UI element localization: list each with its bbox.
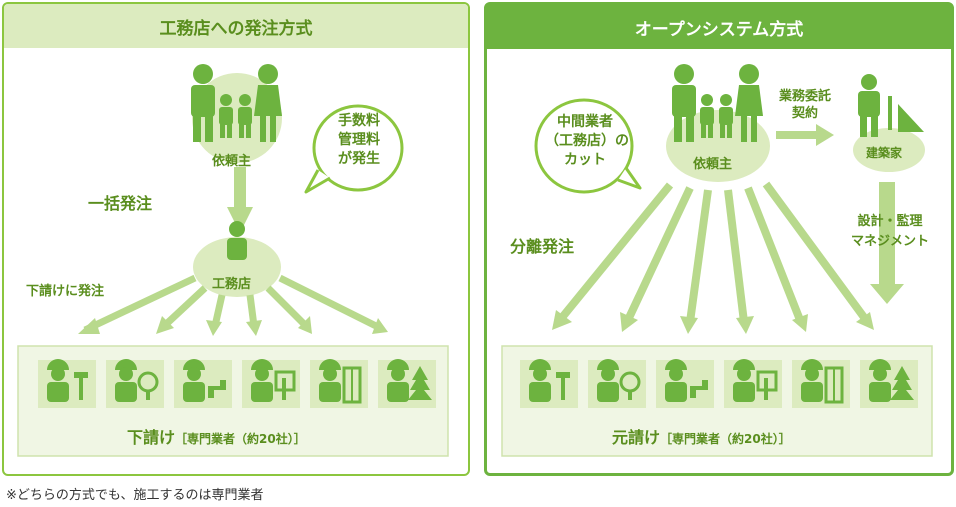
panel-title-open-system: オープンシステム方式 (487, 5, 951, 49)
middleman-line-1: 中間業者 (557, 114, 613, 130)
tray-main-right: 元請け (612, 428, 661, 447)
design-mgmt-line-1: 設計・監理 (857, 214, 923, 229)
panel-title-contractor: 工務店への発注方式 (4, 4, 468, 48)
tray-sub-left: ［専門業者（約20社）］ (175, 432, 306, 446)
subcontract-order-label: 下請けに発注 (26, 284, 105, 299)
separate-order-label: 分離発注 (510, 237, 575, 256)
contract-line-1: 業務委託 (778, 89, 831, 104)
middleman-line-3: カット (564, 152, 606, 168)
bulk-order-label: 一括発注 (88, 194, 153, 213)
design-mgmt-label: 設計・監理 マネジメント (842, 212, 938, 252)
contractor-icon (227, 221, 247, 260)
trade-row-left (38, 359, 436, 408)
tray-main-left: 下請け (127, 428, 176, 447)
middleman-bubble (534, 98, 634, 194)
bulk-order-arrow (227, 167, 253, 233)
design-mgmt-line-2: マネジメント (850, 234, 929, 249)
client-label-right: 依頼主 (693, 157, 733, 172)
fee-line-3: が発生 (338, 151, 380, 167)
contract-label: 業務委託 契約 (774, 88, 836, 122)
contractor-circle (193, 237, 281, 297)
client-label-left: 依頼主 (212, 154, 252, 169)
fee-bubble (312, 104, 404, 192)
contract-line-2: 契約 (791, 106, 818, 121)
contract-arrow (776, 124, 834, 146)
tray-title-left: 下請け［専門業者（約20社）］ (127, 424, 306, 448)
fee-line-1: 手数料 (338, 113, 380, 129)
middleman-bubble-text: 中間業者 （工務店）の カット (545, 113, 629, 170)
middleman-line-2: （工務店）の (545, 133, 629, 149)
architect-label: 建築家 (866, 146, 903, 160)
separate-order-arrows (552, 181, 874, 334)
architect-circle (853, 128, 925, 172)
footnote: ※どちらの方式でも、施工するのは専門業者 (6, 488, 264, 503)
tray-sub-right: ［専門業者（約20社）］ (660, 432, 791, 446)
architect-icon (858, 74, 924, 137)
fee-bubble-text: 手数料 管理料 が発生 (330, 112, 388, 169)
fee-line-2: 管理料 (338, 132, 380, 148)
design-mgmt-arrow (870, 182, 904, 304)
trade-row-right (520, 359, 918, 408)
contractor-label: 工務店 (212, 277, 252, 292)
subcontract-arrows (78, 274, 388, 336)
tray-title-right: 元請け［専門業者（約20社）］ (612, 424, 791, 448)
